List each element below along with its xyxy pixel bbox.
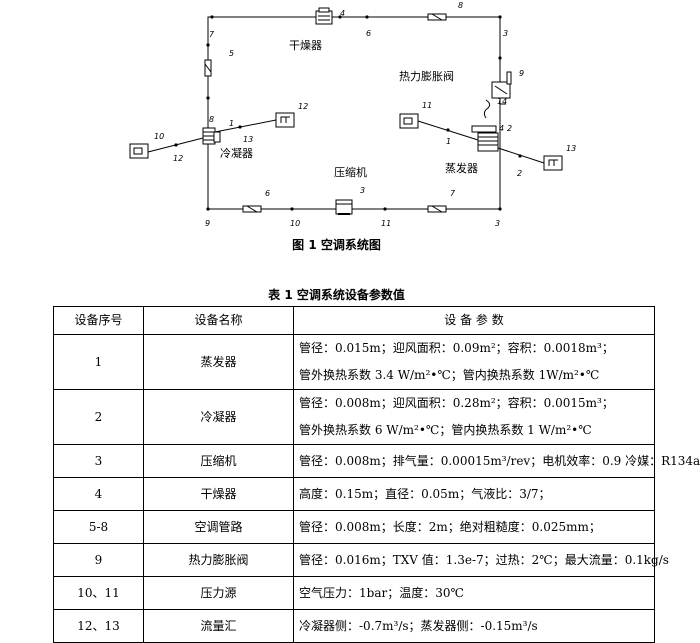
header-device-params: 设 备 参 数 — [293, 306, 655, 335]
cell-device-name: 压力源 — [143, 576, 294, 610]
pipe-segment-8 — [427, 13, 447, 21]
label-evaporator: 蒸发器 — [445, 161, 478, 175]
evaporator-component — [471, 125, 499, 152]
header-device-id: 设备序号 — [53, 306, 144, 335]
label-condenser: 冷凝器 — [220, 146, 253, 160]
node-number-11b: 11 — [381, 219, 391, 228]
node-number-1: 1 — [229, 119, 234, 128]
node-number-1b: 1 — [446, 137, 451, 146]
cell-device-id: 3 — [53, 444, 144, 478]
compressor-component — [335, 199, 353, 215]
cell-device-params: 冷凝器侧：-0.7m³/s；蒸发器侧：-0.15m³/s — [293, 609, 655, 643]
node-number-14: 14 — [497, 97, 507, 106]
flow-sink-13 — [543, 155, 563, 171]
dryer-component — [315, 7, 333, 25]
node-number-6: 6 — [366, 29, 371, 38]
param-line: 冷凝器侧：-0.7m³/s；蒸发器侧：-0.15m³/s — [299, 618, 538, 633]
table-header-row: 设备序号 设备名称 设 备 参 数 — [53, 306, 655, 335]
header-device-name: 设备名称 — [143, 306, 294, 335]
cell-device-name: 蒸发器 — [143, 334, 294, 390]
cell-device-name: 流量汇 — [143, 609, 294, 643]
txv-component — [491, 71, 512, 105]
node-number-3: 3 — [503, 29, 508, 38]
node-number-12b: 12 — [173, 154, 183, 163]
cell-device-name: 压缩机 — [143, 444, 294, 478]
flow-sink-12 — [275, 112, 295, 128]
cell-device-params: 管径：0.008m；迎风面积：0.28m²；容积：0.0015m³； 管外换热系数… — [293, 389, 655, 445]
node-number-4b: 4 — [499, 124, 504, 133]
node-number-6b: 6 — [265, 189, 270, 198]
cell-device-id: 2 — [53, 389, 144, 445]
param-line: 管径：0.008m；长度：2m；绝对粗糙度：0.025mm； — [299, 519, 601, 534]
param-line: 空气压力：1bar；温度：30℃ — [299, 585, 464, 600]
cell-device-params: 管径：0.015m；迎风面积：0.09m²；容积：0.0018m³； 管外换热系数… — [293, 334, 655, 390]
cell-device-id: 12、13 — [53, 609, 144, 643]
node-number-9: 9 — [205, 219, 210, 228]
node-number-10b: 10 — [290, 219, 300, 228]
cell-device-id: 1 — [53, 334, 144, 390]
node-number-9: 9 — [519, 69, 524, 78]
pressure-source-10 — [129, 143, 149, 159]
node-number-5: 5 — [229, 49, 234, 58]
param-line: 管外换热系数 6 W/m²•℃；管内换热系数 1 W/m²•℃ — [299, 423, 592, 437]
node-number-13: 13 — [243, 135, 253, 144]
param-line: 管径：0.008m；排气量：0.00015m³/rev；电机效率：0.9 冷媒：… — [299, 453, 700, 468]
param-line: 管径：0.015m；迎风面积：0.09m²；容积：0.0018m³； — [299, 341, 614, 355]
node-number-8: 8 — [458, 1, 463, 10]
node-number-2b: 2 — [517, 169, 522, 178]
cell-device-params: 管径：0.008m；排气量：0.00015m³/rev；电机效率：0.9 冷媒：… — [293, 444, 700, 478]
cell-device-name: 冷凝器 — [143, 389, 294, 445]
param-line: 高度：0.15m；直径：0.05m；气液比：3/7； — [299, 486, 551, 501]
table-caption: 表 1 空调系统设备参数值 — [268, 288, 405, 302]
cell-device-name: 干燥器 — [143, 477, 294, 511]
cell-device-id: 4 — [53, 477, 144, 511]
label-dryer: 干燥器 — [289, 39, 322, 52]
pressure-source-11 — [399, 113, 419, 129]
node-number-3c: 3 — [495, 219, 500, 228]
cell-device-id: 10、11 — [53, 576, 144, 610]
cell-device-params: 高度：0.15m；直径：0.05m；气液比：3/7； — [293, 477, 655, 511]
node-number-3b: 3 — [360, 186, 365, 195]
node-number-4: 4 — [340, 9, 345, 18]
param-line: 管径：0.016m；TXV 值：1.3e-7；过热：2℃；最大流量：0.1kg/… — [299, 552, 669, 567]
label-txv: 热力膨胀阀 — [399, 69, 454, 83]
node-number-10: 10 — [154, 132, 164, 141]
node-number-12: 12 — [298, 102, 308, 111]
refrigerant-loop-pipe — [207, 16, 501, 210]
node-number-11: 11 — [422, 101, 432, 110]
air-conditioning-system-diagram: 干燥器 热力膨胀阀 冷凝器 压缩机 蒸发器 4 8 7 6 5 3 9 14 1… — [129, 1, 576, 228]
param-line: 管径：0.008m；迎风面积：0.28m²；容积：0.0015m³； — [299, 396, 614, 410]
label-compressor: 压缩机 — [334, 165, 367, 179]
cell-device-name: 热力膨胀阀 — [143, 543, 294, 577]
pipe-segment-5 — [204, 59, 212, 77]
node-number-13b: 13 — [566, 144, 576, 153]
param-line: 管外换热系数 3.4 W/m²•℃；管内换热系数 1W/m²•℃ — [299, 368, 600, 382]
pipe-segment-7 — [427, 205, 447, 213]
node-number-7: 7 — [209, 30, 215, 39]
cell-device-name: 空调管路 — [143, 510, 294, 544]
cell-device-id: 5-8 — [53, 510, 144, 544]
cell-device-params: 空气压力：1bar；温度：30℃ — [293, 576, 655, 610]
figure-caption: 图 1 空调系统图 — [292, 238, 381, 252]
node-number-2: 2 — [507, 124, 512, 133]
cell-device-params: 管径：0.016m；TXV 值：1.3e-7；过热：2℃；最大流量：0.1kg/… — [293, 543, 669, 577]
condenser-component — [202, 127, 221, 145]
pipe-segment-6 — [242, 205, 262, 213]
node-number-8b: 8 — [209, 115, 214, 124]
cell-device-id: 9 — [53, 543, 144, 577]
node-number-7b: 7 — [450, 189, 456, 198]
cell-device-params: 管径：0.008m；长度：2m；绝对粗糙度：0.025mm； — [293, 510, 655, 544]
